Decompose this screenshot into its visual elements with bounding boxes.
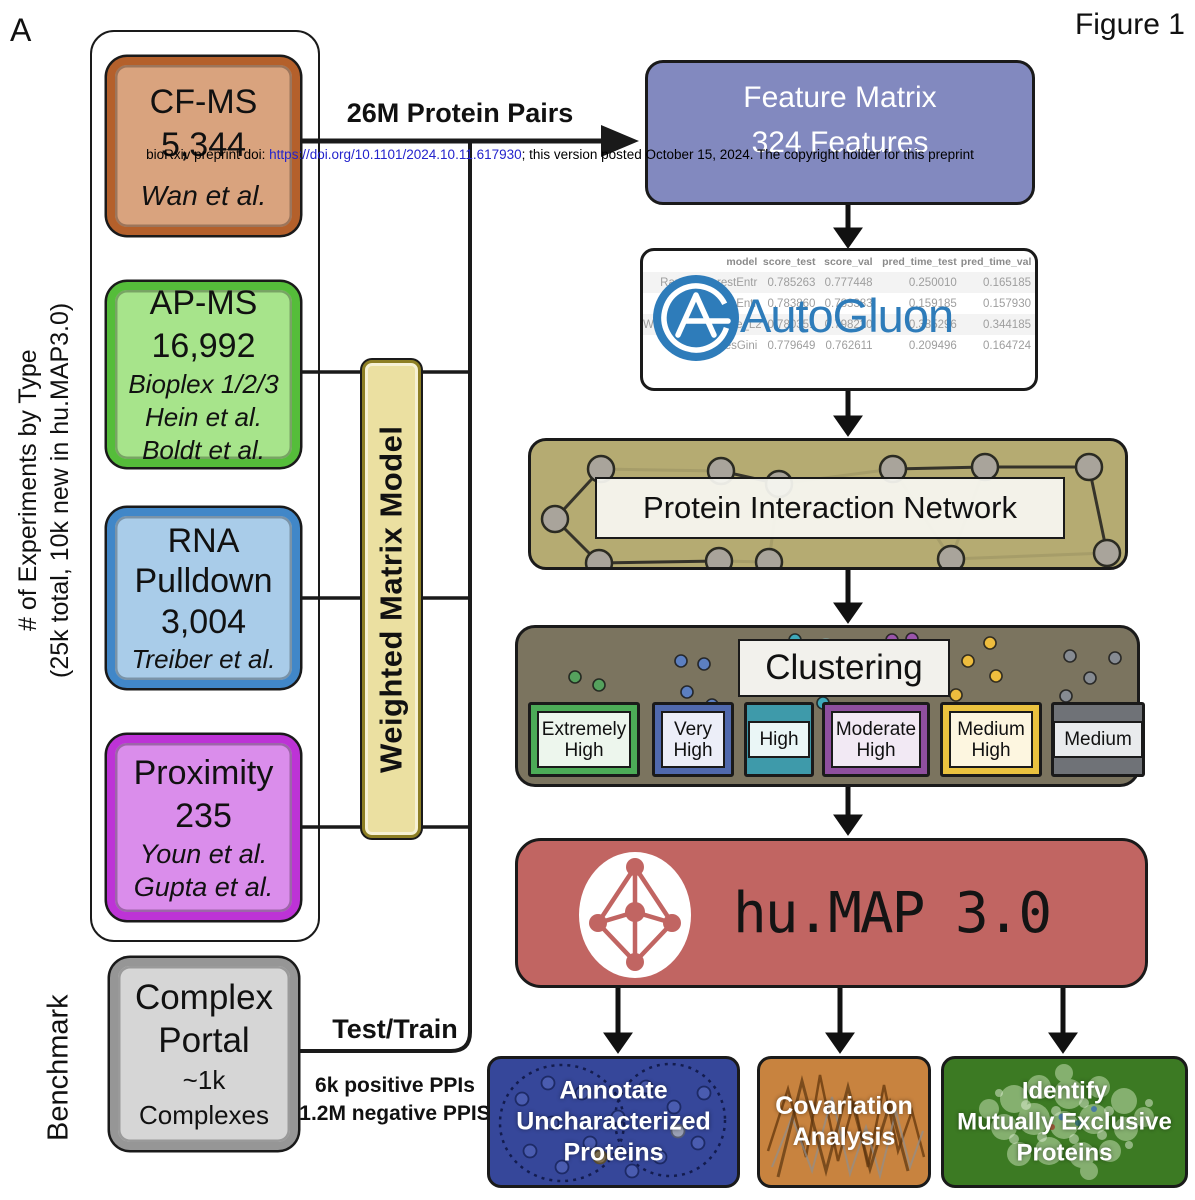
watermark-suffix: ; this version posted October 15, 2024. …: [521, 147, 974, 162]
confidence-chip-very-high: Very High: [652, 702, 734, 777]
confidence-chip-extremely-high: Extremely High: [528, 702, 640, 777]
covariation-line1: Covariation: [775, 1092, 913, 1120]
apms-ref3: Boldt et al.: [142, 435, 265, 465]
apms-ref2: Hein et al.: [144, 402, 263, 432]
ag-header-pred-time-val: pred_time_val: [960, 255, 1032, 268]
ag-header-pred-time-test: pred_time_test: [882, 255, 957, 268]
autogluon-wordmark: AutoGluon: [740, 289, 954, 342]
proximity-count: 235: [175, 796, 232, 835]
biorxiv-watermark: bioRxiv preprint doi: https://doi.org/10…: [0, 147, 1120, 162]
rna-title-line2: Pulldown: [134, 561, 273, 600]
clustering-label: Clustering: [738, 639, 950, 697]
annotate-clusters-decoration: [498, 1062, 727, 1183]
chip-label: Very High: [673, 718, 713, 761]
confidence-chip-moderate-high: Moderate High: [822, 702, 930, 777]
chip-label: High: [759, 729, 799, 750]
identify-line1: Identify: [1021, 1077, 1108, 1105]
proximity-title: Proximity: [133, 753, 274, 792]
ag-header-model: model: [726, 255, 758, 268]
experiments-label-line1: # of Experiments by Type: [14, 349, 42, 631]
cfms-title: CF-MS: [149, 82, 258, 121]
doi-link[interactable]: https://doi.org/10.1101/2024.10.11.61793…: [269, 147, 522, 162]
identify-mutually-exclusive-box: Identify Mutually Exclusive Proteins: [941, 1056, 1188, 1188]
chip-label: Medium: [1064, 729, 1132, 750]
experiments-label-line2: (25k total, 10k new in hu.MAP3.0): [46, 302, 74, 678]
annotate-line2: Uncharacterized: [516, 1107, 711, 1136]
protein-interaction-network-box: Protein Interaction Network: [528, 438, 1128, 570]
table-row: WeightedEnsemble_L20.7803510.7982200.385…: [643, 314, 1035, 335]
covariation-lines-decoration: [766, 1074, 926, 1180]
positive-ppis-label: 6k positive PPIs: [315, 1074, 475, 1097]
negative-ppis-label: 1.2M negative PPIS: [299, 1102, 491, 1125]
rna-ref: Treiber et al.: [131, 643, 276, 674]
confidence-chip-high: High: [744, 702, 814, 777]
protein-interaction-network-label: Protein Interaction Network: [595, 477, 1065, 539]
confidence-chip-medium: Medium: [1051, 702, 1145, 777]
identify-line3: Proteins: [1016, 1139, 1113, 1167]
cfms-count: 5,344: [160, 125, 247, 164]
chip-label: Medium High: [957, 718, 1025, 761]
cfms-box: CF-MS 5,344 Wan et al.: [107, 57, 300, 235]
identify-line2: Mutually Exclusive: [957, 1108, 1172, 1136]
figure-number: Figure 1: [1074, 8, 1185, 41]
weighted-matrix-model-label: Weighted Matrix Model: [373, 425, 409, 773]
complex-portal-unit: Complexes: [138, 1100, 270, 1130]
annotate-uncharacterized-box: Annotate Uncharacterized Proteins: [487, 1056, 740, 1188]
protein-structure-decoration: [979, 1064, 1154, 1180]
confidence-chip-medium-high: Medium High: [940, 702, 1042, 777]
panel-label: A: [10, 12, 32, 48]
proximity-ref1: Youn et al.: [139, 838, 268, 869]
complex-portal-box: Complex Portal ~1k Complexes: [110, 958, 298, 1150]
protein-pairs-label: 26M Protein Pairs: [346, 98, 574, 128]
feature-matrix-box: Feature Matrix 324 Features: [645, 60, 1035, 205]
humap-wordmark: hu.MAP 3.0: [733, 881, 1052, 946]
ag-header-score-test: score_test: [762, 255, 816, 268]
chip-label: Moderate High: [835, 718, 917, 761]
annotate-line1: Annotate: [559, 1076, 668, 1105]
experiments-axis-label: # of Experiments by Type (25k total, 10k…: [8, 180, 80, 800]
proximity-ref2: Gupta et al.: [133, 871, 274, 902]
rna-pulldown-box: RNA Pulldown 3,004 Treiber et al.: [107, 508, 300, 688]
proximity-box: Proximity 235 Youn et al. Gupta et al.: [107, 735, 300, 920]
annotate-line3: Proteins: [563, 1138, 664, 1167]
rna-count: 3,004: [160, 602, 247, 641]
humap-box: hu.MAP 3.0: [515, 838, 1148, 988]
benchmark-axis-label: Benchmark: [42, 994, 75, 1142]
covariation-analysis-box: Covariation Analysis: [757, 1056, 931, 1188]
weighted-matrix-model-box: Weighted Matrix Model: [362, 360, 421, 838]
apms-title: AP-MS: [149, 284, 258, 322]
feature-matrix-line2: 324 Features: [751, 126, 929, 159]
apms-ref1: Bioplex 1/2/3: [128, 369, 279, 399]
complex-portal-count: ~1k: [182, 1065, 226, 1095]
cfms-ref: Wan et al.: [140, 179, 267, 211]
rna-title-line1: RNA: [167, 521, 240, 560]
network-graph-decoration: [540, 452, 1122, 567]
apms-count: 16,992: [151, 327, 256, 365]
watermark-prefix: bioRxiv preprint doi:: [146, 147, 270, 162]
complex-portal-title1: Complex: [134, 978, 274, 1017]
chip-label: Extremely High: [541, 718, 627, 761]
ag-header-score-val: score_val: [824, 255, 873, 268]
test-train-label: Test/Train: [332, 1014, 458, 1044]
autogluon-logo-icon: [653, 275, 739, 361]
humap-network-icon: [579, 852, 691, 978]
complex-portal-title2: Portal: [158, 1021, 250, 1060]
apms-box: AP-MS 16,992 Bioplex 1/2/3 Hein et al. B…: [107, 282, 300, 467]
feature-matrix-line1: Feature Matrix: [743, 81, 937, 114]
covariation-line2: Analysis: [792, 1123, 896, 1151]
